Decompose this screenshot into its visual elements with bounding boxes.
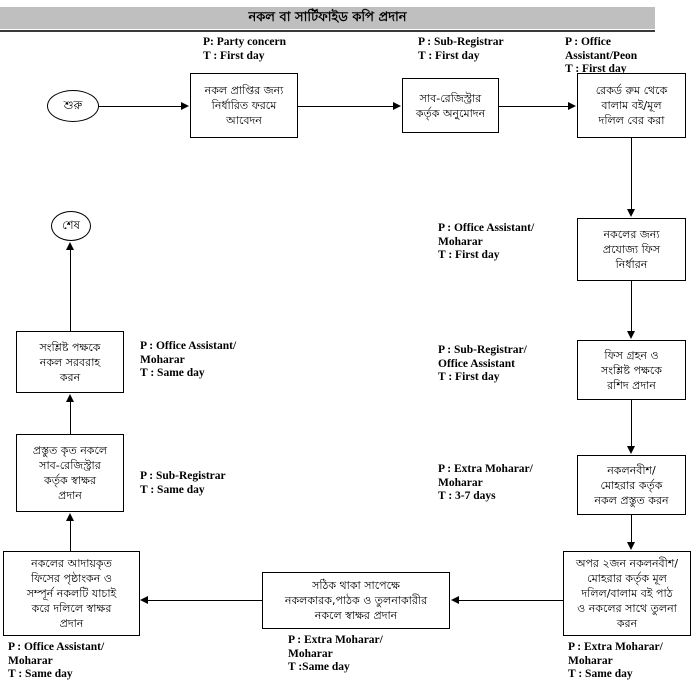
- node-fee-receipt: ফিস গ্রহন ও সংশ্লিষ্ট পক্ষকে রশিদ প্রদান: [577, 340, 686, 400]
- node-record-room-label: রেকর্ড রুম থেকে বালাম বই/মূল দলিল বের কর…: [595, 84, 668, 127]
- connector-sign-to-deliver: [70, 402, 71, 434]
- connector-receipt-to-preparation: [631, 400, 632, 447]
- node-fee-receipt-label: ফিস গ্রহন ও সংশ্লিষ্ট পক্ষকে রশিদ প্রদান: [601, 348, 662, 392]
- header-bar: [0, 7, 655, 29]
- node-sub-registrar-sign: প্রস্তুত কৃত নকলে সাব-রেজিস্ট্রার কর্তৃক…: [16, 434, 124, 512]
- arrowhead-comparison-to-signature: [451, 595, 459, 604]
- connector-deliver-to-end: [70, 250, 71, 331]
- connector-apply-to-approval: [298, 106, 394, 107]
- node-record-room: রেকর্ড রুম থেকে বালাম বই/মূল দলিল বের কর…: [577, 73, 686, 138]
- node-comparison: অপর ২জন নকলনবীশ/ মোহরার কর্তৃক মূল দলিল/…: [563, 551, 691, 636]
- node-deliver-copy-label: সংশ্লিষ্ট পক্ষকে নকল সরবরাহ করন: [39, 340, 101, 384]
- node-sub-registrar-sign-label: প্রস্তুত কৃত নকলে সাব-রেজিস্ট্রার কর্তৃক…: [32, 444, 108, 502]
- annotation-copy-preparation: P : Extra Moharar/ Moharar T : 3-7 days: [438, 463, 533, 502]
- terminator-end: শেষ: [51, 211, 91, 241]
- annotation-record-room: P : Office Assistant/Peon T : First day: [565, 36, 638, 75]
- annotation-apply-form: P: Party concern T : First day: [203, 36, 287, 62]
- node-copy-preparation-label: নকলনবীশ/ মোহরার কর্তৃক নকল প্রস্তুত করন: [594, 463, 669, 507]
- arrowhead-fee-to-receipt: [626, 331, 635, 339]
- node-comparison-label: অপর ২জন নকলনবীশ/ মোহরার কর্তৃক মূল দলিল/…: [575, 557, 679, 630]
- connector-start-to-apply: [99, 106, 182, 107]
- node-fee-endorsement: নকলের আদায়কৃত ফিসের পৃষ্ঠাংকন ও সম্পূর্…: [3, 551, 140, 636]
- annotation-deliver-copy: P : Office Assistant/ Moharar T : Same d…: [140, 340, 237, 379]
- annotation-signature-on-copy: P : Extra Moharar/ Moharar T :Same day: [288, 634, 383, 673]
- arrowhead-endorsement-to-sign: [65, 513, 74, 521]
- annotation-sub-registrar-approval: P : Sub-Registrar T : First day: [418, 36, 504, 62]
- header-divider: [0, 30, 655, 32]
- node-fee-determination-label: নকলের জন্য প্রযোজ্য ফিস নির্ধারন: [602, 228, 661, 271]
- arrowhead-preparation-to-comparison: [626, 542, 635, 550]
- node-deliver-copy: সংশ্লিষ্ট পক্ষকে নকল সরবরাহ করন: [16, 331, 124, 393]
- node-signature-on-copy: সঠিক থাকা সাপেক্ষে নকলকারক,পাঠক ও তুলনাক…: [262, 572, 450, 629]
- arrowhead-signature-to-endorsement: [140, 595, 148, 604]
- node-copy-preparation: নকলনবীশ/ মোহরার কর্তৃক নকল প্রস্তুত করন: [577, 455, 686, 515]
- arrowhead-deliver-to-end: [65, 242, 74, 250]
- terminator-start: শুরু: [47, 90, 99, 122]
- node-sub-registrar-approval-label: সাব-রেজিস্ট্রার কর্তৃক অনুমোদন: [415, 91, 486, 120]
- node-apply-form-label: নকল প্রাপ্তির জন্য নির্ধারিত ফরমে আবেদন: [204, 84, 284, 127]
- annotation-sub-registrar-sign: P : Sub-Registrar T : Same day: [140, 470, 226, 496]
- arrowhead-apply-to-approval: [393, 101, 401, 110]
- connector-preparation-to-comparison: [631, 515, 632, 543]
- connector-record-to-fee: [631, 138, 632, 210]
- node-sub-registrar-approval: সাব-রেজিস্ট্রার কর্তৃক অনুমোদন: [402, 78, 499, 133]
- arrowhead-approval-to-record: [568, 101, 576, 110]
- connector-signature-to-endorsement: [148, 600, 262, 601]
- connector-endorsement-to-sign: [70, 521, 71, 551]
- node-signature-on-copy-label: সঠিক থাকা সাপেক্ষে নকলকারক,পাঠক ও তুলনাক…: [284, 579, 428, 622]
- node-fee-determination: নকলের জন্য প্রযোজ্য ফিস নির্ধারন: [577, 218, 686, 281]
- node-apply-form: নকল প্রাপ্তির জন্য নির্ধারিত ফরমে আবেদন: [190, 73, 298, 138]
- arrowhead-record-to-fee: [626, 209, 635, 217]
- connector-comparison-to-signature: [459, 600, 563, 601]
- connector-approval-to-record: [499, 106, 569, 107]
- arrowhead-receipt-to-preparation: [626, 446, 635, 454]
- annotation-fee-endorsement: P : Office Assistant/ Moharar T : Same d…: [8, 641, 105, 680]
- connector-fee-to-receipt: [631, 281, 632, 332]
- terminator-start-label: শুরু: [63, 97, 83, 112]
- terminator-end-label: শেষ: [62, 217, 80, 232]
- annotation-comparison: P : Extra Moharar/ Moharar T : Same day: [568, 641, 663, 680]
- annotation-fee-determination: P : Office Assistant/ Moharar T : First …: [438, 222, 535, 261]
- page-title: নকল বা সার্টিফাইড কপি প্রদান: [248, 10, 407, 25]
- arrowhead-sign-to-deliver: [65, 394, 74, 402]
- arrowhead-start-to-apply: [181, 101, 189, 110]
- node-fee-endorsement-label: নকলের আদায়কৃত ফিসের পৃষ্ঠাংকন ও সম্পূর্…: [26, 557, 117, 630]
- annotation-fee-receipt: P : Sub-Registrar/ Office Assistant T : …: [438, 344, 527, 383]
